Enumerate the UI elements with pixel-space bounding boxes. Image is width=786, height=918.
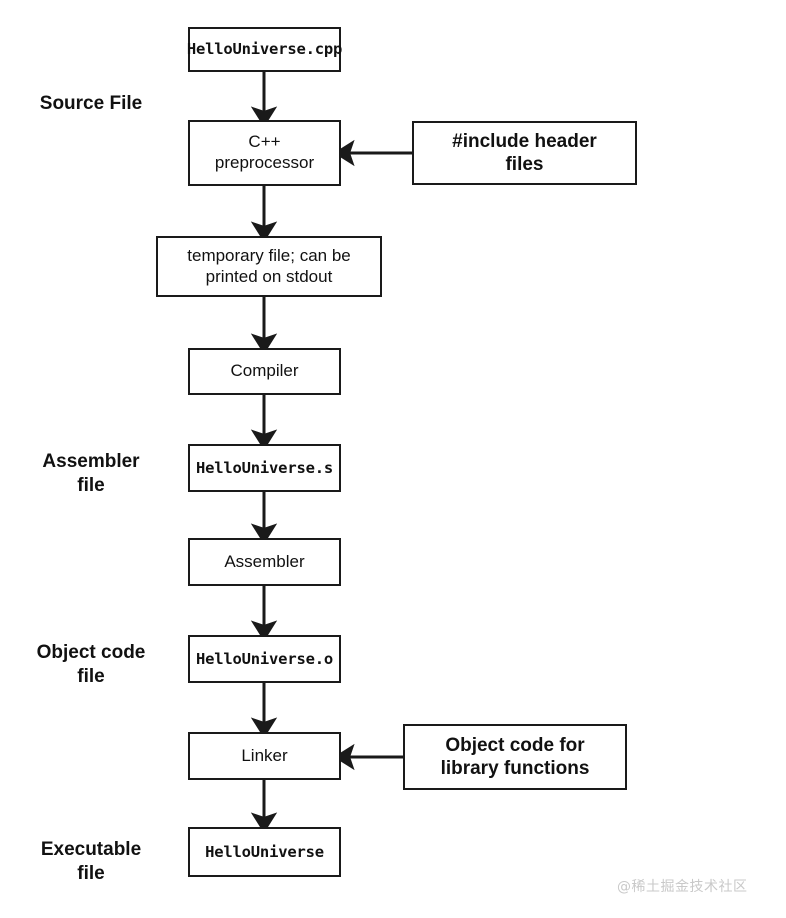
node-assembler[interactable]: Assembler: [188, 538, 341, 586]
node-hellouniverse-cpp[interactable]: HelloUniverse.cpp: [187, 27, 342, 72]
node-label: Compiler: [230, 361, 299, 381]
node-hellouniverse-executable[interactable]: HelloUniverse: [188, 827, 341, 877]
node-label: #include header files: [452, 130, 597, 175]
stage-label-assembler-file: Assembler file: [42, 451, 140, 497]
stage-label-source-file: Source File: [39, 93, 143, 114]
node-linker[interactable]: Linker: [188, 732, 341, 780]
node-hellouniverse-s[interactable]: HelloUniverse.s: [188, 444, 341, 492]
node-cpp-preprocessor[interactable]: C++ preprocessor: [188, 120, 341, 186]
node-hellouniverse-o[interactable]: HelloUniverse.o: [188, 635, 341, 683]
node-label: Assembler: [224, 551, 305, 571]
node-label: Linker: [241, 745, 288, 765]
node-object-code-library[interactable]: Object code for library functions: [403, 724, 627, 790]
node-temporary-file[interactable]: temporary file; can be printed on stdout: [156, 236, 382, 297]
node-label: HelloUniverse.s: [196, 458, 333, 477]
node-label: temporary file; can be printed on stdout: [187, 245, 351, 286]
node-label: Object code for library functions: [440, 734, 590, 779]
node-label: C++ preprocessor: [214, 132, 315, 172]
node-label: HelloUniverse.o: [196, 649, 333, 668]
node-label: HelloUniverse.cpp: [186, 40, 343, 59]
node-compiler[interactable]: Compiler: [188, 348, 341, 395]
watermark: @稀土掘金技术社区: [617, 879, 748, 895]
node-label: HelloUniverse: [205, 842, 324, 861]
node-include-header-files[interactable]: #include header files: [412, 121, 637, 185]
stage-label-executable-file: Executable file: [40, 839, 142, 885]
stage-label-object-code-file: Object code file: [36, 642, 146, 688]
